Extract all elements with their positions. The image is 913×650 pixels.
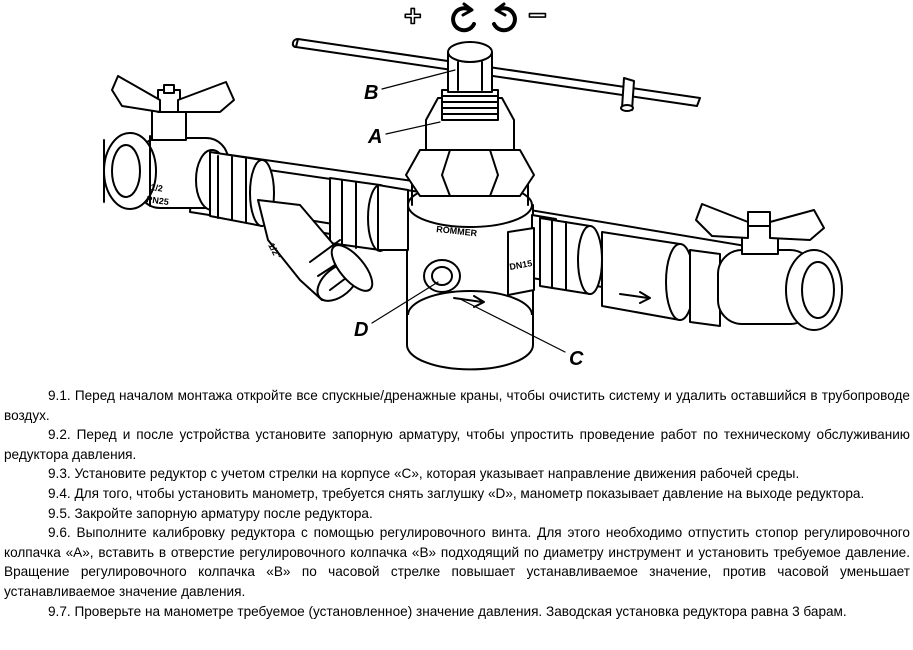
assembly-drawing: + − 1/2 PN25	[103, 0, 843, 371]
dn-label: DN15	[509, 258, 533, 272]
paragraph-9-1: 9.1. Перед началом монтажа откройте все …	[4, 388, 910, 423]
label-c: C	[569, 348, 584, 370]
brand-label: ROMMER	[436, 224, 478, 238]
label-d: D	[354, 319, 368, 341]
pressure-reducer-body: ROMMER	[377, 149, 557, 371]
callouts: B A D C	[354, 69, 584, 370]
minus-symbol: −	[528, 0, 547, 33]
label-a: A	[367, 126, 382, 148]
right-fittings: DN15	[507, 203, 843, 331]
label-b: B	[364, 82, 378, 104]
paragraph-9-7: 9.7. Проверьте на манометре требуемое (у…	[48, 603, 847, 619]
adjusting-cap	[425, 41, 515, 151]
valve-size-label: 1/2	[150, 182, 164, 194]
paragraph-9-6: 9.6. Выполните калибровку редуктора с по…	[4, 525, 910, 599]
paragraph-9-3: 9.3. Установите редуктор с учетом стрелк…	[48, 466, 800, 482]
key-tool	[291, 38, 701, 112]
instructions: 9.1. Перед началом монтажа откройте все …	[4, 386, 910, 621]
clockwise-arrow-icon	[451, 6, 476, 33]
paragraph-9-4: 9.4. Для того, чтобы установить манометр…	[48, 485, 865, 501]
plus-symbol: +	[404, 0, 422, 33]
valve-pn-label: PN25	[146, 194, 170, 207]
paragraph-9-5: 9.5. Закройте запорную арматуру после ре…	[48, 505, 373, 521]
paragraph-9-2: 9.2. Перед и после устройства установите…	[4, 427, 910, 462]
left-ball-valve: 1/2 PN25	[103, 75, 235, 211]
rotation-symbols: + −	[403, 0, 547, 34]
assembly-diagram: + − 1/2 PN25	[103, 0, 843, 371]
counterclockwise-arrow-icon	[492, 6, 517, 33]
